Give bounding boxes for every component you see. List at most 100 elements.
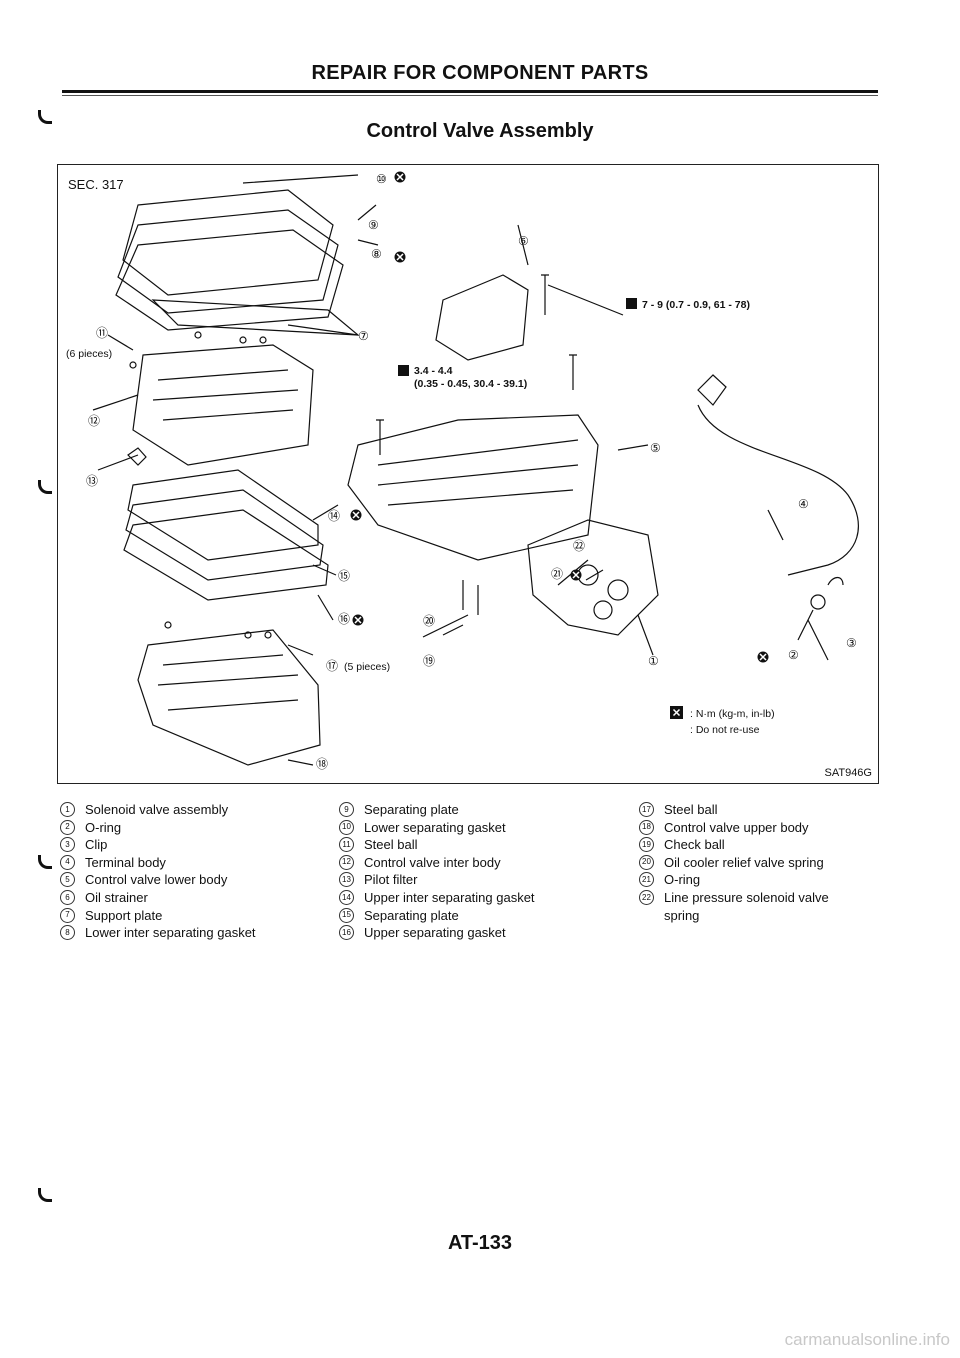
part-number: 6 [60,889,75,905]
part-number: 20 [639,854,654,870]
header-rule-thin [62,95,878,96]
part-label: Lower separating gasket [364,819,506,835]
exploded-view-drawing: ⑩ ⑨ ⑧ ⑦ ⑥ ⑤ ④ ③ ② ① ⑪ ⑫ ⑬ ⑭ ⑮ ⑯ ⑰ ⑱ ⑲ ⑳ … [66,171,859,771]
part-number: 19 [639,837,654,853]
part-number: 8 [60,925,75,941]
svg-text:⑦: ⑦ [358,329,369,343]
part-label: Control valve upper body [664,819,809,835]
torque-spec-1: 7 - 9 (0.7 - 0.9, 61 - 78) [642,299,750,311]
part-label: Control valve inter body [364,854,501,870]
list-item: 11 Steel ball [339,836,535,854]
upper-inter-gasket-shape [127,469,319,561]
svg-text:⑨: ⑨ [368,218,379,232]
part-number: 4 [60,854,75,870]
svg-text:④: ④ [798,497,809,511]
exploded-view-figure: SEC. 317 [57,164,879,784]
lower-separating-gasket-shape [122,189,334,296]
svg-text:⑳: ⑳ [423,614,435,628]
page-number: AT-133 [447,1232,513,1254]
list-item: 13 Pilot filter [339,871,535,889]
terminal-body-harness-shape [697,404,859,576]
legend-torque-text: : N·m (kg-m, in-lb) [690,708,775,720]
figure-legend: : N·m (kg-m, in-lb) : Do not re-use [670,706,775,738]
svg-text:⑤: ⑤ [650,441,661,455]
svg-text:⑧: ⑧ [371,247,382,261]
no-reuse-icon [670,706,684,737]
header-rule [62,90,878,93]
svg-text:⑥: ⑥ [518,234,529,248]
svg-text:⑲: ⑲ [423,654,435,668]
part-number: 1 [60,802,75,817]
part-label: O-ring [85,819,122,835]
svg-text:⑬: ⑬ [86,474,98,488]
svg-text:①: ① [648,654,659,668]
legend-noreuse-row: : Do not re-use [670,706,775,738]
part-label: Steel ball [364,837,418,853]
svg-text:②: ② [788,648,799,662]
part-number: 7 [60,907,75,923]
svg-text:㉑: ㉑ [551,567,563,581]
section-header: REPAIR FOR COMPONENT PARTS [311,62,649,84]
list-item: 12 Control valve inter body [339,854,535,872]
part-label: Separating plate [364,907,459,923]
torque-icon [398,365,409,376]
part-number: 10 [339,819,354,835]
list-item: 5 Control valve lower body [60,871,256,889]
part-number: 11 [339,837,354,853]
svg-text:⑰: ⑰ [326,659,338,673]
part-label: Clip [85,837,108,853]
page-title: Control Valve Assembly [366,120,594,142]
svg-text:㉒: ㉒ [573,539,585,553]
part-label: Control valve lower body [85,872,228,888]
figure-id: SAT946G [824,767,873,779]
part-label: Pilot filter [364,872,418,888]
part-label: Oil cooler relief valve spring [664,854,824,870]
list-item: 19 Check ball [639,836,829,854]
part-label: Oil strainer [85,889,148,905]
control-valve-inter-body-shape [132,344,314,466]
legend-noreuse-text: : Do not re-use [690,724,760,736]
list-item: 4 Terminal body [60,854,256,872]
part-number: 12 [339,854,354,870]
list-item: 20 Oil cooler relief valve spring [639,854,829,872]
part-label: Terminal body [85,854,166,870]
part-number: 22 [639,889,654,905]
margin-mark-icon [38,110,52,124]
torque-icon [626,298,637,309]
list-item: spring [639,907,829,925]
svg-text:⑭: ⑭ [328,509,340,523]
part-number: 3 [60,837,75,853]
part-number: 5 [60,872,75,888]
part-number: 21 [639,872,654,888]
part-label: Solenoid valve assembly [85,802,229,817]
part-label: Upper separating gasket [364,925,506,941]
margin-mark-icon [38,480,52,494]
control-valve-lower-body-shape [347,414,599,561]
section-code: SEC. 317 [68,177,124,192]
separating-plate-shape [117,209,339,314]
svg-text:⑪: ⑪ [96,326,108,340]
svg-text:⑫: ⑫ [88,414,100,428]
part-number: 13 [339,872,354,888]
part-label: Check ball [664,837,725,853]
qty-label-17: (5 pieces) [344,661,390,673]
list-item: 3 Clip [60,836,256,854]
margin-mark-icon [38,855,52,869]
part-label: Steel ball [664,802,718,817]
svg-text:⑯: ⑯ [338,612,350,626]
qty-label-11: (6 pieces) [66,348,112,360]
svg-text:③: ③ [846,636,857,650]
separating-plate-2-shape [125,489,324,581]
torque-spec-2-line2: (0.35 - 0.45, 30.4 - 39.1) [414,378,527,390]
part-number: 9 [339,802,354,817]
